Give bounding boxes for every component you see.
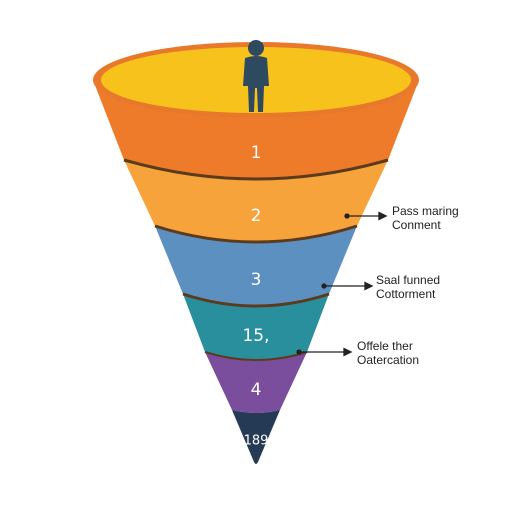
pointer-3-dot — [296, 349, 302, 355]
stage-label-1: 1 — [251, 143, 262, 163]
separator-15-4 — [204, 351, 308, 361]
stage-label-15: 15, — [242, 326, 269, 346]
annotation-2: Saal funned Cottorment — [376, 273, 440, 301]
separator-3-15 — [182, 292, 330, 308]
separator-1-2 — [123, 158, 389, 181]
annotation-1: Pass maring Conment — [392, 204, 459, 232]
annotation-3-line2: Oatercation — [357, 353, 420, 367]
pointer-3-arrow — [343, 347, 353, 357]
funnel-stage-2 — [124, 160, 388, 242]
funnel-stage-3 — [155, 226, 357, 306]
stage-label-2: 2 — [251, 206, 262, 226]
person-icon — [243, 40, 269, 112]
pointer-2-arrow — [364, 281, 374, 291]
annotation-1-line2: Conment — [392, 218, 441, 232]
separator-2-3 — [154, 224, 358, 244]
pointer-1-arrow — [378, 211, 388, 221]
pointer-2-dot — [321, 283, 327, 289]
pointer-1-dot — [344, 213, 350, 219]
annotation-pointers — [296, 211, 388, 357]
annotation-3-line1: Offele ther — [357, 339, 413, 353]
stage-label-4: 4 — [251, 380, 262, 400]
annotation-1-line1: Pass maring — [392, 204, 459, 218]
annotation-3: Offele ther Oatercation — [357, 339, 419, 367]
funnel-stage-4 — [205, 352, 307, 413]
annotation-2-line1: Saal funned — [376, 273, 441, 287]
funnel-stage-15 — [183, 294, 329, 360]
annotation-2-line2: Cottorment — [376, 287, 436, 301]
funnel-stage-tip — [232, 410, 280, 464]
stage-label-3: 3 — [251, 270, 262, 290]
stage-label-189: 189 — [244, 434, 269, 449]
